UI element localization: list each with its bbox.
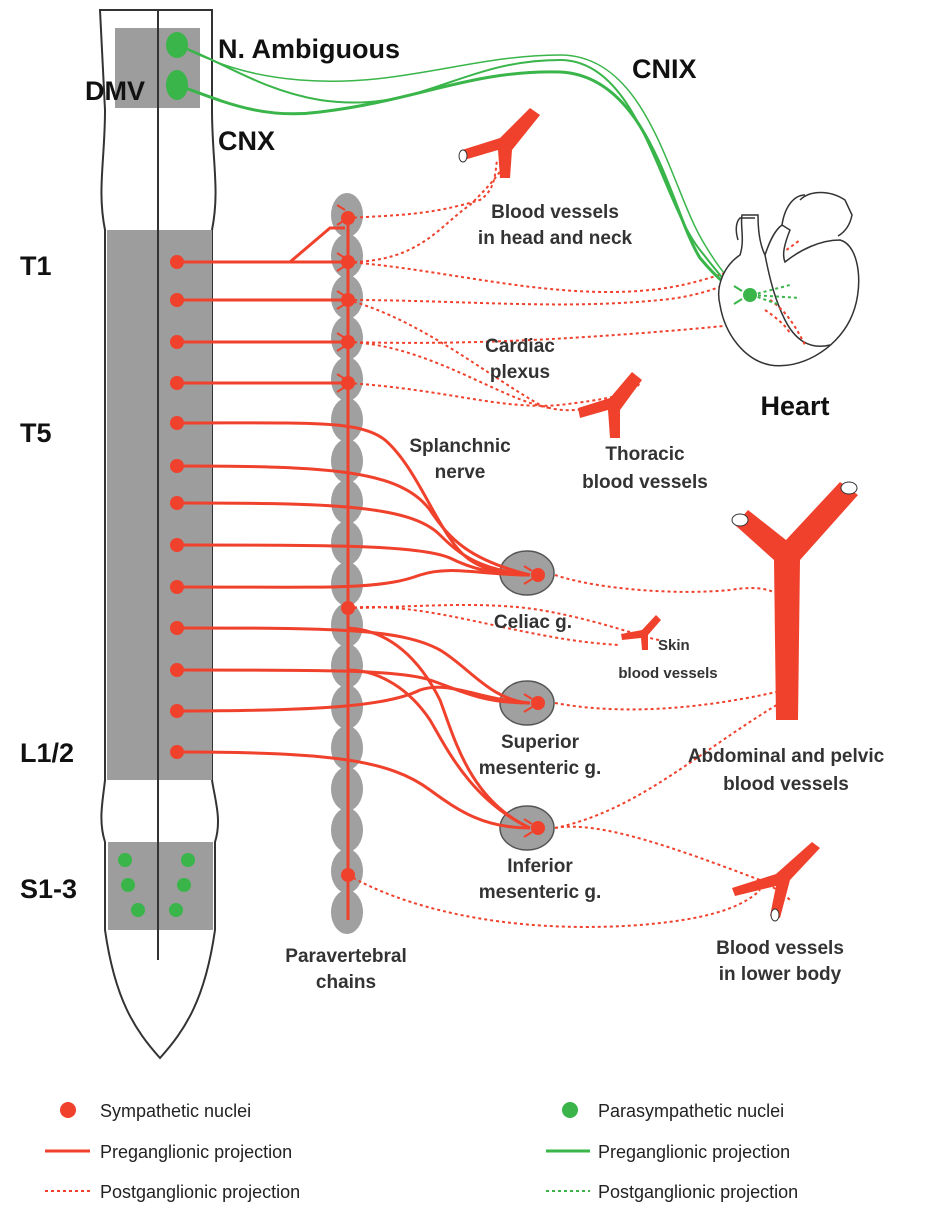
cord-sympathetic-nucleus [170, 580, 184, 594]
cord-sympathetic-nucleus [170, 376, 184, 390]
chain-nucleus [341, 335, 355, 349]
legend-sym-nuclei-label: Sympathetic nuclei [100, 1101, 251, 1121]
n-ambiguous-label: N. Ambiguous [218, 34, 400, 64]
chain-nucleus [341, 868, 355, 882]
dmv-label: DMV [85, 76, 145, 106]
dmv-nucleus [166, 70, 188, 100]
sacral-nucleus [118, 853, 132, 867]
l12-label: L1/2 [20, 738, 74, 768]
abd-pelvic-label-line1: Abdominal and pelvic [688, 746, 885, 767]
sacral-nucleus [169, 903, 183, 917]
inferior-mesenteric-nucleus [531, 821, 545, 835]
cord-sympathetic-nucleus [170, 621, 184, 635]
legend-sym-pre-label: Preganglionic projection [100, 1142, 292, 1162]
cnix-label: CNIX [632, 54, 697, 84]
legend-sympathetic-nucleus-swatch [60, 1102, 76, 1118]
cord-sympathetic-nucleus [170, 293, 184, 307]
cord-sympathetic-nucleus [170, 704, 184, 718]
paravertebral-label-line2: chains [316, 972, 376, 993]
cardiac-plexus-label-line1: Cardiac [485, 336, 555, 357]
chain-nucleus [341, 376, 355, 390]
lower-body-vessel-icon [732, 842, 820, 921]
t1-label: T1 [20, 251, 52, 281]
celiac-label: Celiac g. [494, 612, 572, 633]
thoracolumbar-gray-matter [107, 230, 212, 780]
cord-sympathetic-nucleus [170, 745, 184, 759]
skin-label-line1: Skin [658, 637, 690, 654]
inf-mes-label-line2: mesenteric g. [479, 882, 602, 903]
chain-nucleus [341, 211, 355, 225]
skin-label-line2: blood vessels [618, 665, 717, 682]
inf-mes-label-line1: Inferior [507, 856, 573, 877]
cord-sympathetic-nucleus [170, 335, 184, 349]
lower-body-label-line2: in lower body [719, 964, 842, 985]
t5-label: T5 [20, 418, 52, 448]
splanchnic-label-line2: nerve [435, 462, 486, 483]
cardiac-ganglion-nucleus [743, 288, 757, 302]
cord-sympathetic-nucleus [170, 416, 184, 430]
abdominal-pelvic-vessel-icon [732, 482, 858, 720]
thoracic-label-line2: blood vessels [582, 472, 708, 493]
sacral-nucleus [177, 878, 191, 892]
cord-sympathetic-nucleus [170, 496, 184, 510]
head-neck-vessel-icon [459, 108, 540, 178]
chain-nucleus [341, 293, 355, 307]
cord-sympathetic-nucleus [170, 538, 184, 552]
n-ambiguous-nucleus [166, 32, 188, 58]
splanchnic-label-line1: Splanchnic [409, 436, 511, 457]
cord-sympathetic-nucleus [170, 255, 184, 269]
cord-sympathetic-nucleus [170, 459, 184, 473]
s13-label: S1-3 [20, 874, 77, 904]
sup-mes-label-line2: mesenteric g. [479, 758, 602, 779]
sacral-nucleus [131, 903, 145, 917]
paravertebral-label-line1: Paravertebral [285, 946, 406, 967]
head-neck-label-line2: in head and neck [478, 228, 633, 249]
chain-nucleus [341, 601, 355, 615]
legend-para-nuclei-label: Parasympathetic nuclei [598, 1101, 784, 1121]
cord-sympathetic-nucleus [170, 663, 184, 677]
celiac-nucleus [531, 568, 545, 582]
sacral-nucleus [121, 878, 135, 892]
skin-vessel-icon [621, 615, 661, 650]
legend: Sympathetic nuclei Preganglionic project… [45, 1101, 798, 1202]
cardiac-plexus-label-line2: plexus [490, 362, 550, 383]
heart-illustration [719, 193, 859, 366]
lower-body-label-line1: Blood vessels [716, 938, 844, 959]
abd-pelvic-label-line2: blood vessels [723, 774, 849, 795]
legend-para-post-label: Postganglionic projection [598, 1182, 798, 1202]
thoracic-vessel-icon [578, 372, 642, 438]
heart-label: Heart [760, 391, 829, 421]
sup-mes-label-line1: Superior [501, 732, 580, 753]
sacral-nucleus [181, 853, 195, 867]
thoracic-label-line1: Thoracic [605, 444, 685, 465]
superior-mesenteric-nucleus [531, 696, 545, 710]
legend-parasympathetic-nucleus-swatch [562, 1102, 578, 1118]
legend-sym-post-label: Postganglionic projection [100, 1182, 300, 1202]
cnx-label: CNX [218, 126, 275, 156]
chain-nucleus [341, 255, 355, 269]
legend-para-pre-label: Preganglionic projection [598, 1142, 790, 1162]
head-neck-label-line1: Blood vessels [491, 202, 619, 223]
